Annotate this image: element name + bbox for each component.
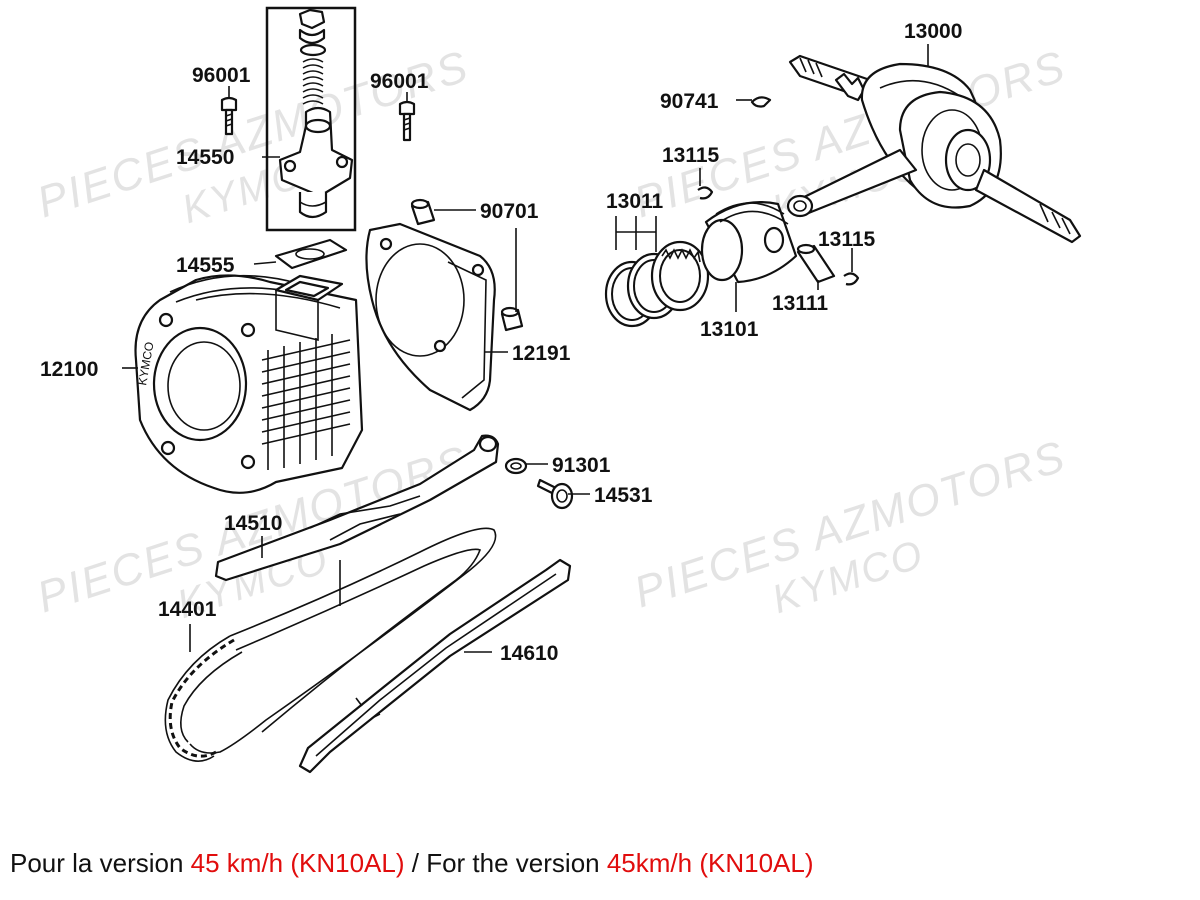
piston-pin-clip-bottom <box>843 272 860 286</box>
caption-en-version: 45km/h (KN10AL) <box>606 848 814 878</box>
part-number-90741: 90741 <box>660 90 719 113</box>
part-number-13101: 13101 <box>700 318 759 341</box>
part-number-14555: 14555 <box>176 254 235 277</box>
caption-separator: / For the version <box>404 848 607 878</box>
part-number-13115: 13115 <box>818 228 876 251</box>
woodruff-key <box>750 96 772 108</box>
part-number-96001: 96001 <box>370 70 429 93</box>
timing-chain <box>164 527 497 762</box>
part-number-90701: 90701 <box>480 200 539 223</box>
bolt-left <box>220 96 238 136</box>
dowel-pin-bottom <box>500 306 524 332</box>
piston-pin <box>796 243 836 284</box>
cylinder-gasket <box>365 222 496 412</box>
tensioner-assembly <box>265 6 357 232</box>
chain-guide <box>298 558 572 774</box>
version-caption: Pour la version 45 km/h (KN10AL) / For t… <box>10 848 814 879</box>
part-number-14610: 14610 <box>500 642 558 665</box>
cylinder: KYMCO <box>134 274 364 494</box>
part-number-13115: 13115 <box>662 144 720 167</box>
part-number-96001: 96001 <box>192 64 251 87</box>
leader-lines <box>122 44 929 653</box>
part-number-13011: 13011 <box>606 190 664 213</box>
part-number-12100: 12100 <box>40 358 98 381</box>
crankshaft <box>786 54 1082 244</box>
part-number-14531: 14531 <box>594 484 653 507</box>
dowel-pin-top <box>410 198 436 226</box>
part-number-14510: 14510 <box>224 512 282 535</box>
caption-fr-version: 45 km/h (KN10AL) <box>190 848 405 878</box>
washer <box>504 457 528 475</box>
part-number-14550: 14550 <box>176 146 234 169</box>
piston <box>700 201 798 284</box>
caption-fr-prefix: Pour la version <box>10 848 191 878</box>
piston-rings <box>604 240 710 328</box>
part-number-91301: 91301 <box>552 454 611 477</box>
chain-tensioner-arm <box>214 434 500 582</box>
part-number-14401: 14401 <box>158 598 217 621</box>
part-number-13000: 13000 <box>904 20 962 43</box>
part-number-13111: 13111 <box>772 292 828 315</box>
piston-pin-clip-top <box>697 186 714 200</box>
part-number-labels: 13000 96001 96001 90741 14550 13115 1301… <box>40 20 962 665</box>
tensioner-gasket <box>274 238 348 270</box>
pivot-bolt <box>536 478 574 510</box>
part-number-12191: 12191 <box>512 342 571 365</box>
bolt-right <box>398 100 416 142</box>
